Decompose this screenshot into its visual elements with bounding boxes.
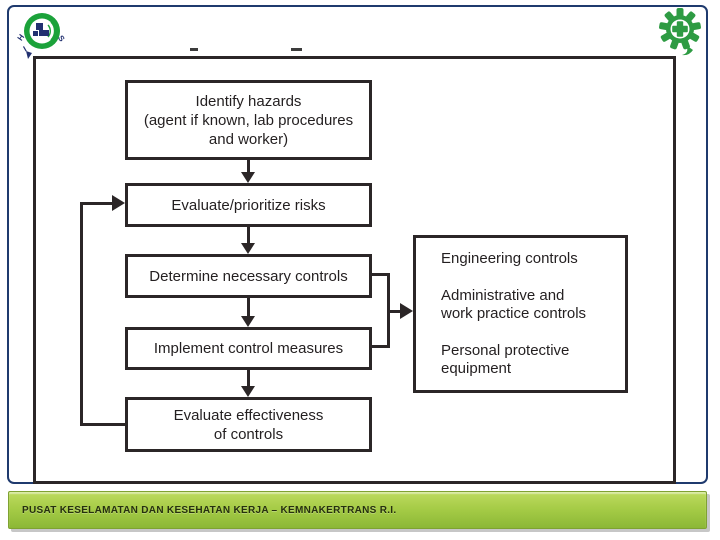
controls-list-box: Engineering controls Administrative and … bbox=[413, 235, 628, 393]
connector-step4-step5 bbox=[247, 370, 250, 387]
connector-step2-step3 bbox=[247, 227, 250, 244]
arrowhead-step2-step3 bbox=[241, 243, 255, 254]
bracket-from-step3 bbox=[372, 273, 390, 276]
flow-step-implement-measures: Implement control measures bbox=[125, 327, 372, 370]
flow-step-determine-controls: Determine necessary controls bbox=[125, 254, 372, 298]
safety-gear-icon bbox=[659, 8, 701, 56]
feedback-loop-bottom bbox=[80, 423, 125, 426]
hidden-title-fragment bbox=[291, 48, 302, 51]
bracket-from-step4 bbox=[372, 345, 390, 348]
control-item-engineering: Engineering controls bbox=[441, 250, 578, 267]
connector-step3-step4 bbox=[247, 298, 250, 317]
arrowhead-step1-step2 bbox=[241, 172, 255, 183]
control-item-ppe: Personal protective equipment bbox=[441, 342, 570, 377]
footer-bar: PUSAT KESELAMATAN DAN KESEHATAN KERJA – … bbox=[8, 491, 707, 529]
svg-text:H: H bbox=[16, 32, 27, 42]
arrowhead-into-controls-box bbox=[400, 303, 413, 319]
hiperkes-logo-icon: H I S bbox=[16, 13, 67, 59]
flow-step-evaluate-effectiveness: Evaluate effectiveness of controls bbox=[125, 397, 372, 452]
svg-text:S: S bbox=[56, 34, 67, 44]
arrowhead-step4-step5 bbox=[241, 386, 255, 397]
arrowhead-step3-step4 bbox=[241, 316, 255, 327]
hidden-title-fragment bbox=[190, 48, 198, 51]
arrowhead-feedback-into-step2 bbox=[112, 195, 125, 211]
control-item-administrative: Administrative and work practice control… bbox=[441, 287, 587, 322]
feedback-loop-top bbox=[80, 202, 113, 205]
svg-text:I: I bbox=[22, 45, 28, 54]
flow-step-evaluate-risks: Evaluate/prioritize risks bbox=[125, 183, 372, 227]
bracket-arrow-line bbox=[387, 310, 402, 313]
footer-text: PUSAT KESELAMATAN DAN KESEHATAN KERJA – … bbox=[22, 504, 397, 516]
connector-step1-step2 bbox=[247, 160, 250, 173]
flow-step-identify-hazards: Identify hazards (agent if known, lab pr… bbox=[125, 80, 372, 160]
feedback-loop-vertical bbox=[80, 202, 83, 426]
